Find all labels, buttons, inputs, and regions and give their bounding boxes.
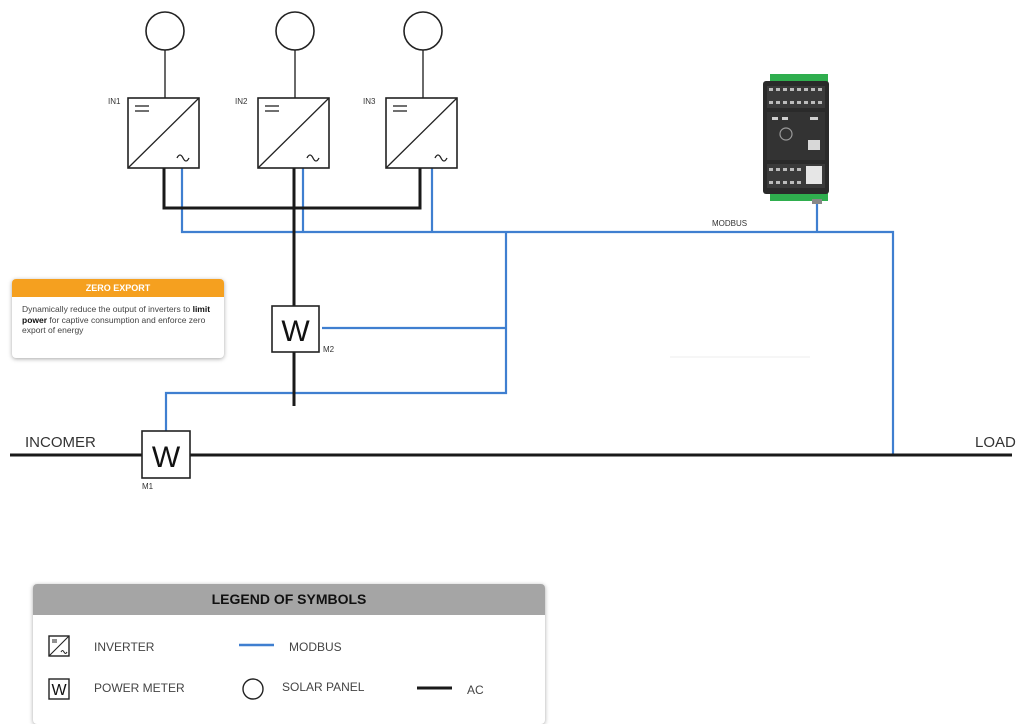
legend-panel: LEGEND OF SYMBOLS INVERTER MODBUS W POWE… [33,584,545,724]
inverter-2: IN2 [235,97,330,169]
incomer-label: INCOMER [25,434,96,451]
meter-m1: W M1 [141,430,191,491]
meter-glyph: W [281,315,310,348]
legend-meter-glyph: W [51,682,67,699]
legend-title: LEGEND OF SYMBOLS [33,584,545,615]
card-description: Dynamically reduce the output of inverte… [12,297,224,343]
solar-panels [145,11,443,98]
card-title: ZERO EXPORT [12,279,224,297]
legend-modbus-label: MODBUS [289,640,342,654]
meter-label: M2 [323,345,335,354]
power-meter-icon [141,430,191,479]
meter-label: M1 [142,482,154,491]
load-label: LOAD [975,434,1016,451]
modbus-wiring [164,168,895,455]
power-meter-icon [271,305,320,353]
inverter-1: IN1 [108,97,200,169]
inverter-label: IN2 [235,97,248,106]
power-meter-icon: W [48,678,70,700]
inverter-label: IN1 [108,97,121,106]
card-text-before: Dynamically reduce the output of inverte… [22,304,191,314]
solar-panel-icon [403,11,443,51]
ac-line-icon [417,686,452,690]
controller-device-icon [763,74,829,204]
card-text-bold: limit power [22,304,211,325]
ac-wiring [10,168,1012,457]
legend-ac-label: AC [467,683,484,697]
legend-power-meter-label: POWER METER [94,681,185,695]
meter-glyph: W [152,441,181,474]
modbus-label: MODBUS [712,219,747,228]
solar-panel-icon [242,678,264,700]
zero-export-card: ZERO EXPORT Dynamically reduce the outpu… [12,279,224,358]
meter-m2: W M2 [271,305,335,354]
card-text-after: for captive consumption and enforce zero… [22,314,206,336]
solar-panel-icon [145,11,185,51]
inverter-3: IN3 [363,97,458,169]
solar-panel-icon [275,11,315,51]
inverter-label: IN3 [363,97,376,106]
legend-inverter-label: INVERTER [94,640,155,654]
modbus-line-icon [239,643,274,647]
legend-solar-panel-label: SOLAR PANEL [282,680,365,694]
inverter-icon [48,635,70,657]
